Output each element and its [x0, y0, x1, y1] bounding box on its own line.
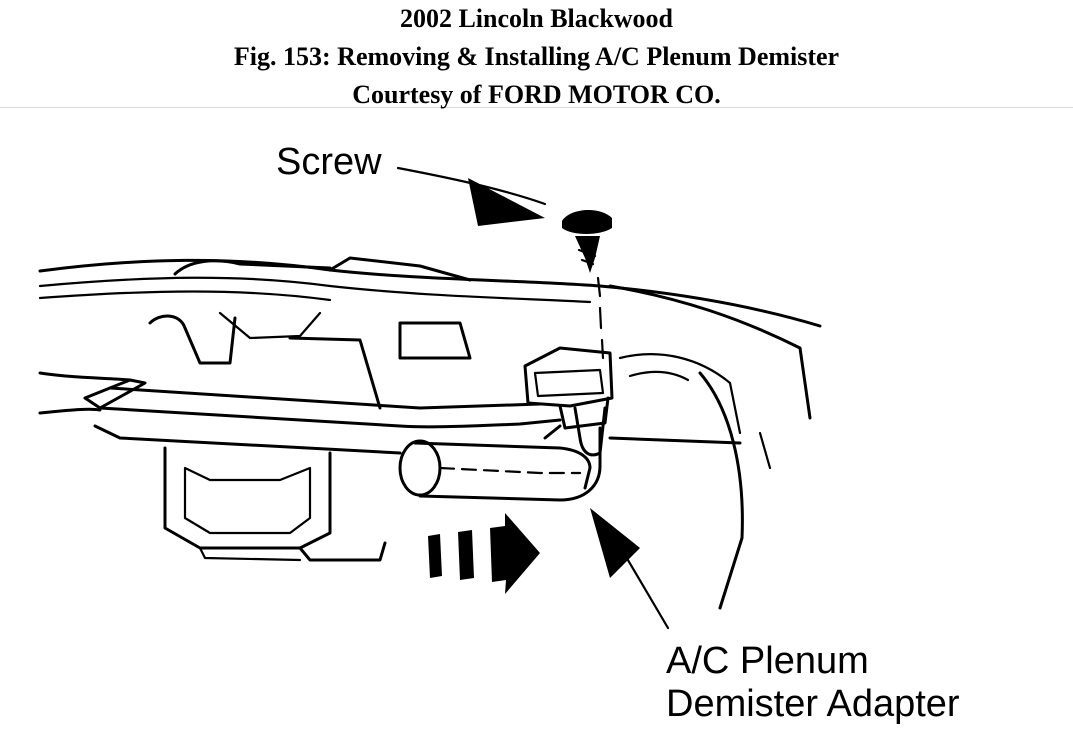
adapter-label-line1: A/C Plenum: [666, 640, 869, 682]
screw-label: Screw: [276, 141, 382, 183]
demister-diagram: Screw A/C Plenum Demister Adapter: [38, 141, 960, 725]
courtesy-line: Courtesy of FORD MOTOR CO.: [352, 80, 721, 109]
instrument-panel-drawing: [38, 166, 822, 630]
figure-caption: Fig. 153: Removing & Installing A/C Plen…: [233, 42, 840, 71]
vehicle-title: 2002 Lincoln Blackwood: [399, 4, 674, 33]
figure-header: 2002 Lincoln Blackwood Fig. 153: Removin…: [0, 0, 1073, 109]
adapter-label-line2: Demister Adapter: [666, 683, 960, 725]
